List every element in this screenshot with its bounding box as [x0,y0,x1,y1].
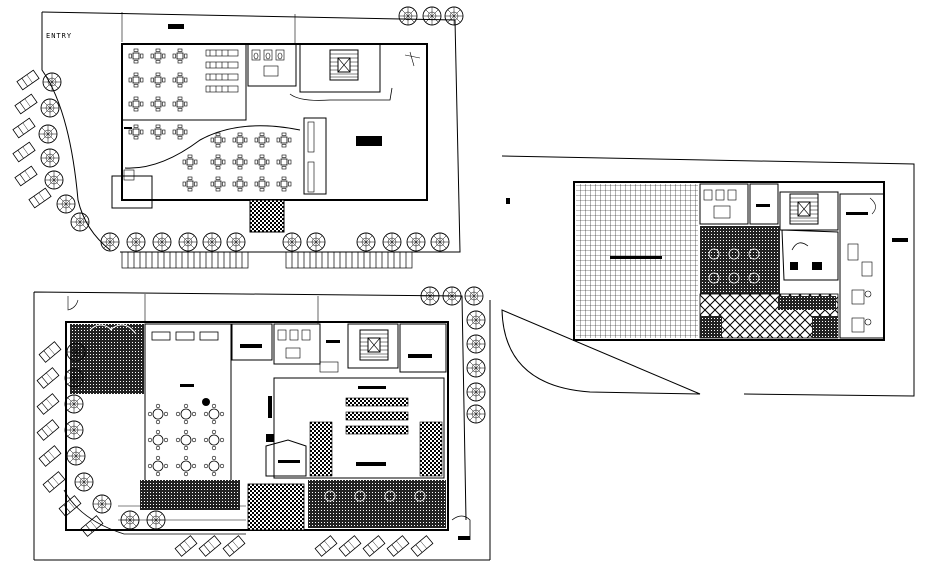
plan-bottom-left [33,286,491,561]
parking-top [121,251,413,269]
banquet-seating [309,397,443,477]
entry-steps [249,199,285,233]
dining-tables-top [128,48,188,140]
loungers-top-left [12,69,52,209]
terrace-grid [576,184,698,338]
top-building-outline [121,43,428,201]
entry-label: ENTRY [46,32,72,40]
plan-right [501,155,915,397]
bench-rows [205,49,239,93]
plan-top-left: ENTRY [12,6,464,269]
round-tables-bottom [147,403,225,477]
dining-tables-center [182,132,292,192]
